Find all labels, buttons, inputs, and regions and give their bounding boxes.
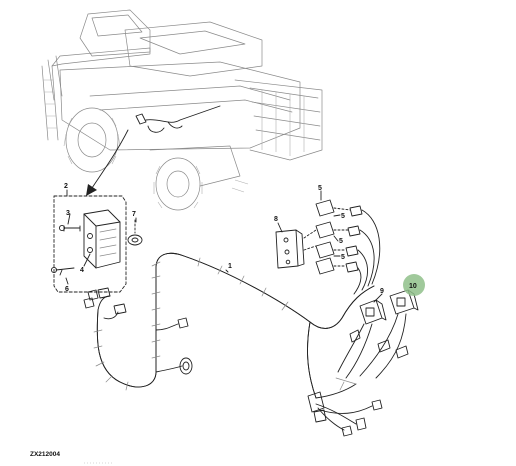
callout-4: 4 (80, 267, 84, 274)
callout-1: 1 (228, 263, 232, 270)
callout-6: 6 (65, 286, 69, 293)
callout-7: 7 (132, 211, 136, 218)
grommet-part (127, 219, 143, 246)
main-wiring-harness (93, 252, 375, 399)
callout-5-lower-mid: 5 (339, 238, 343, 245)
callout-9: 9 (380, 288, 384, 295)
switch-assembly (337, 289, 419, 379)
callout-labels: 1 2 3 4 5 5 5 5 6 7 8 9 10 (64, 183, 425, 296)
combine-harvester-illustration (41, 9, 323, 211)
callout-5-upper-mid: 5 (341, 213, 345, 220)
leader-lines (59, 189, 383, 303)
controller-assembly (50, 195, 127, 315)
drawing-code: ZX212004 (30, 451, 60, 458)
callout-2: 2 (64, 183, 68, 190)
harness-junction (307, 377, 383, 437)
callout-5-bottom: 5 (341, 254, 345, 261)
callout-10: 10 (409, 283, 417, 290)
arrow-head-icon (86, 184, 97, 196)
relay-panel-assembly (275, 199, 381, 295)
callout-8: 8 (274, 216, 278, 223)
location-arrow (91, 129, 129, 189)
callout-3: 3 (66, 210, 70, 217)
callout-10-highlight (403, 274, 425, 296)
callout-5-top: 5 (318, 185, 322, 192)
